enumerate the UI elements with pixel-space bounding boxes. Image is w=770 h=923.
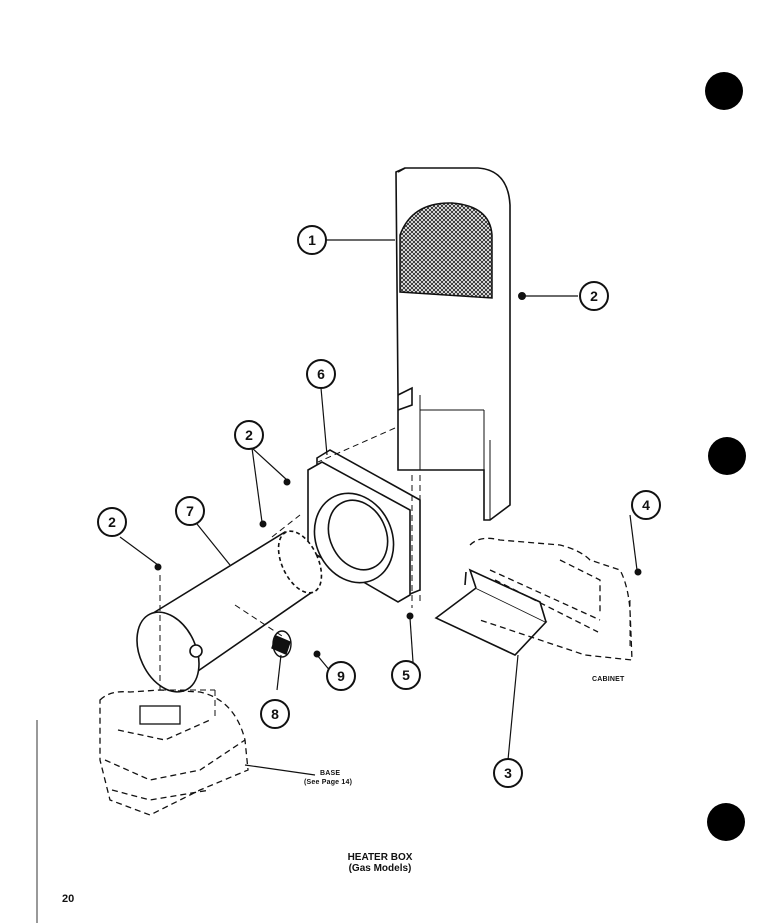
callout-circle-1 <box>297 225 327 255</box>
callout-circle-6 <box>306 359 336 389</box>
callout-circle-8 <box>260 699 290 729</box>
callout-2: 2 <box>108 514 116 530</box>
binder-hole <box>705 72 743 110</box>
callout-7: 7 <box>186 503 194 519</box>
cabinet-outline <box>469 537 633 661</box>
binder-hole <box>707 803 745 841</box>
page-number: 20 <box>62 893 75 905</box>
screw <box>283 478 291 486</box>
base-label: BASE <box>320 770 341 777</box>
diagram-title: HEATER BOX (Gas Models) <box>315 852 445 874</box>
callout-3: 3 <box>504 765 512 781</box>
title-line-1: HEATER BOX <box>347 852 413 863</box>
title-line-2: (Gas Models) <box>348 863 412 874</box>
callout-circle-2a <box>579 281 609 311</box>
callout-4: 4 <box>642 497 650 513</box>
screw <box>634 568 642 576</box>
callout-6: 6 <box>317 366 325 382</box>
callout-5: 5 <box>402 667 410 683</box>
screws <box>154 292 642 658</box>
screw <box>154 563 162 571</box>
callout-circle-7 <box>175 496 205 526</box>
callout-circle-4 <box>631 490 661 520</box>
base-outline <box>99 689 249 816</box>
leader-lines <box>119 239 638 776</box>
callout-circle-2c <box>97 507 127 537</box>
screw <box>518 292 526 300</box>
callout-8: 8 <box>271 706 279 722</box>
callout-circle-2b <box>234 420 264 450</box>
callout-2: 2 <box>590 288 598 304</box>
base-reference-label: (See Page 14) <box>304 779 353 786</box>
heater-tube <box>136 530 323 693</box>
binder-hole <box>708 437 746 475</box>
screw <box>259 520 267 528</box>
vent-grille <box>399 202 493 299</box>
callout-2: 2 <box>245 427 253 443</box>
callout-1: 1 <box>308 232 316 248</box>
assembly-lines <box>159 427 631 718</box>
heater-mounting-bracket <box>307 449 421 603</box>
callout-circle-5 <box>391 660 421 690</box>
callout-9: 9 <box>337 668 345 684</box>
deflector <box>434 568 548 656</box>
igniter-fitting <box>271 630 292 658</box>
screw <box>406 612 414 620</box>
callout-circle-3 <box>493 758 523 788</box>
callout-circle-9 <box>326 661 356 691</box>
cabinet-label: CABINET <box>592 676 625 683</box>
screw <box>313 650 321 658</box>
base-bracket <box>139 705 181 725</box>
